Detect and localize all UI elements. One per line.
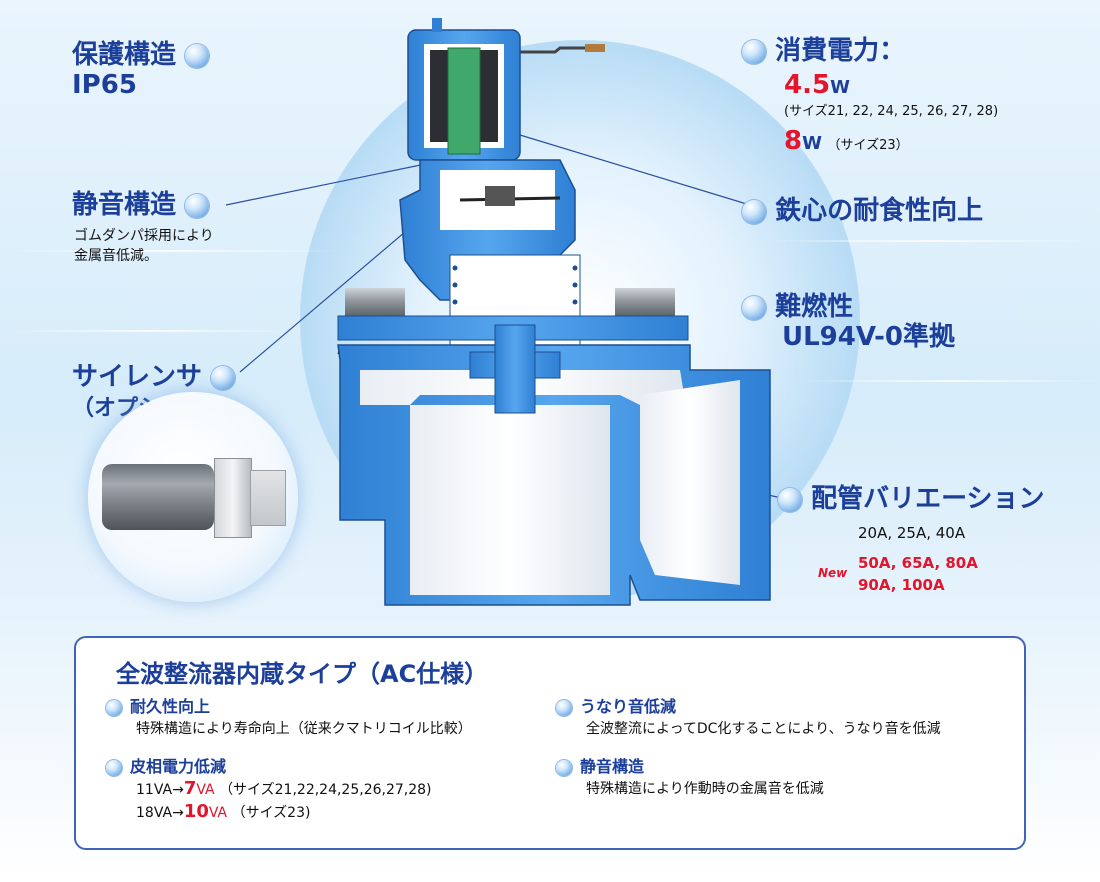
label-silent: 静音構造 bbox=[72, 190, 210, 220]
spec-panel: 全波整流器内蔵タイプ（AC仕様） 耐久性向上 特殊構造により寿命向上（従来クマト… bbox=[74, 636, 1026, 850]
feature-desc-line-1: 11VA→7VA （サイズ21,22,24,25,26,27,28) bbox=[106, 778, 432, 801]
label-power-value1: 4.5W (サイズ21, 22, 24, 25, 26, 27, 28) bbox=[784, 70, 998, 119]
label-silent-line1: ゴムダンパ採用により bbox=[74, 228, 214, 244]
label-piping-title: 配管バリエーション bbox=[811, 484, 1045, 514]
feature-power-reduction: 皮相電力低減 11VA→7VA （サイズ21,22,24,25,26,27,28… bbox=[106, 756, 432, 824]
feature-hum-reduction: うなり音低減 全波整流によってDC化することにより、うなり音を低減 bbox=[556, 696, 941, 740]
pilot-valve bbox=[485, 186, 515, 206]
label-silencer-title: サイレンサ bbox=[72, 362, 203, 392]
label-protection: 保護構造 IP65 bbox=[72, 40, 210, 100]
power-value-1: 4.5 bbox=[784, 70, 831, 100]
feature-durability: 耐久性向上 特殊構造により寿命向上（従来クマトリコイル比較） bbox=[106, 696, 472, 740]
power-note-2: （サイズ23） bbox=[827, 138, 909, 153]
silencer-fitting bbox=[250, 470, 286, 526]
bullet-icon bbox=[556, 699, 572, 716]
power-note-1: (サイズ21, 22, 24, 25, 26, 27, 28) bbox=[784, 104, 999, 119]
bullet-icon bbox=[742, 295, 766, 320]
side-port bbox=[640, 380, 740, 585]
label-piping-new-line2: 90A, 100A bbox=[858, 576, 945, 594]
va-before: 18VA→ bbox=[136, 805, 184, 821]
bullet-icon bbox=[211, 365, 236, 390]
feature-desc: 特殊構造により寿命向上（従来クマトリコイル比較） bbox=[136, 721, 472, 737]
va-unit: VA bbox=[208, 805, 228, 821]
silencer-detail-image bbox=[88, 392, 298, 602]
label-corrosion-title: 鉄心の耐食性向上 bbox=[775, 196, 984, 226]
label-piping-standard: 20A, 25A, 40A bbox=[858, 524, 966, 542]
flange-bolt-left bbox=[345, 288, 405, 316]
bullet-icon bbox=[556, 759, 572, 776]
label-piping-new-line1: 50A, 65A, 80A bbox=[858, 554, 978, 572]
label-power-title: 消費電力： bbox=[775, 36, 906, 66]
center-stem bbox=[494, 324, 536, 414]
flange-bolt-right bbox=[615, 288, 675, 316]
coil-tab bbox=[432, 18, 442, 32]
feature-desc: 全波整流によってDC化することにより、うなり音を低減 bbox=[586, 721, 941, 737]
label-power: 消費電力： bbox=[742, 36, 905, 66]
leader-lines bbox=[225, 134, 783, 499]
va-after-value: 10 bbox=[183, 801, 209, 822]
label-power-value2: 8W （サイズ23） bbox=[784, 126, 909, 156]
feature-head: 皮相電力低減 bbox=[130, 757, 227, 776]
silencer-body bbox=[102, 464, 214, 530]
leader-line-corrosion bbox=[519, 134, 751, 206]
bullet-icon bbox=[185, 43, 210, 68]
wire-terminal bbox=[585, 44, 605, 52]
bullet-icon bbox=[742, 199, 766, 224]
power-unit-2: W bbox=[802, 133, 822, 154]
background-streak bbox=[0, 250, 340, 252]
label-flame: 難燃性 UL94V-0準拠 bbox=[742, 292, 955, 352]
feature-desc: 特殊構造により作動時の金属音を低減 bbox=[586, 781, 824, 797]
label-flame-value: UL94V-0準拠 bbox=[782, 322, 955, 352]
bullet-icon bbox=[106, 699, 122, 716]
leader-line-silencer bbox=[239, 231, 406, 373]
outlet-port bbox=[410, 405, 610, 595]
leader-line-silent bbox=[225, 159, 446, 206]
va-unit: VA bbox=[196, 782, 215, 798]
feature-head: 静音構造 bbox=[580, 757, 645, 776]
label-silent-title: 静音構造 bbox=[72, 190, 177, 220]
power-unit-1: W bbox=[830, 77, 850, 98]
label-corrosion: 鉄心の耐食性向上 bbox=[742, 196, 983, 226]
feature-head: うなり音低減 bbox=[580, 697, 677, 716]
background-streak bbox=[800, 380, 1100, 382]
background-streak bbox=[760, 240, 1100, 242]
bullet-icon bbox=[742, 39, 766, 64]
feature-silent: 静音構造 特殊構造により作動時の金属音を低減 bbox=[556, 756, 824, 800]
label-flame-title: 難燃性 bbox=[775, 292, 854, 322]
coil-winding-right bbox=[478, 50, 498, 142]
silencer-nut bbox=[214, 458, 252, 538]
feature-desc-line-2: 18VA→10VA （サイズ23) bbox=[106, 801, 432, 824]
label-silent-desc: ゴムダンパ採用により 金属音低減。 bbox=[74, 226, 214, 266]
coil-winding-left bbox=[430, 50, 450, 142]
label-protection-value: IP65 bbox=[72, 70, 137, 100]
label-piping: 配管バリエーション bbox=[778, 484, 1045, 514]
label-protection-title: 保護構造 bbox=[72, 40, 177, 70]
new-badge: New bbox=[818, 566, 848, 580]
label-piping-new: 50A, 65A, 80A 90A, 100A bbox=[858, 552, 978, 596]
plunger bbox=[447, 47, 481, 155]
wire bbox=[520, 46, 600, 54]
va-note: （サイズ21,22,24,25,26,27,28) bbox=[219, 782, 432, 798]
va-note: （サイズ23) bbox=[231, 805, 311, 821]
spec-title: 全波整流器内蔵タイプ（AC仕様） bbox=[116, 660, 489, 688]
bullet-icon bbox=[778, 487, 802, 512]
bullet-icon bbox=[185, 193, 210, 218]
power-value-2: 8 bbox=[784, 126, 803, 156]
feature-head: 耐久性向上 bbox=[130, 697, 211, 716]
bullet-icon bbox=[106, 759, 122, 776]
va-before: 11VA→ bbox=[136, 782, 184, 798]
label-silent-line2: 金属音低減。 bbox=[74, 248, 158, 264]
background-streak bbox=[0, 330, 300, 332]
va-after-value: 7 bbox=[183, 778, 197, 799]
valve-cross-section-diagram bbox=[225, 18, 783, 606]
